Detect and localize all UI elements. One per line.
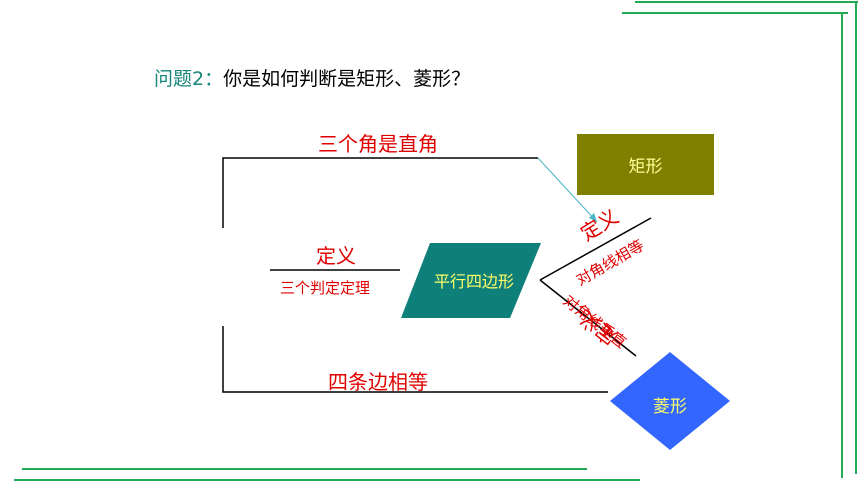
upper-branch-line [539, 217, 652, 281]
rectangle-node: 矩形 [577, 134, 714, 195]
parallelogram-shape [401, 243, 541, 318]
label-definition-left: 定义 [316, 244, 356, 268]
rectangle-node-label: 矩形 [628, 157, 663, 177]
arrow-line [537, 157, 598, 223]
bottom-bracket-line [222, 326, 608, 393]
question-body: 你是如何判断是矩形、菱形？ [223, 68, 471, 90]
question-text: 问题2：你是如何判断是矩形、菱形？ [154, 64, 470, 91]
parallelogram-node-label: 平行四边形 [433, 272, 514, 291]
label-four-equal-sides: 四条边相等 [328, 370, 428, 394]
top-bracket-line [222, 157, 538, 228]
lower-branch-line [539, 279, 637, 357]
rhombus-node-label: 菱形 [653, 397, 687, 417]
label-three-theorems: 三个判定定理 [280, 279, 371, 297]
question-prefix: 问题2： [154, 68, 224, 90]
label-three-right-angles: 三个角是直角 [318, 132, 438, 156]
arrow-head [589, 213, 597, 222]
rhombus-shape [610, 352, 730, 450]
